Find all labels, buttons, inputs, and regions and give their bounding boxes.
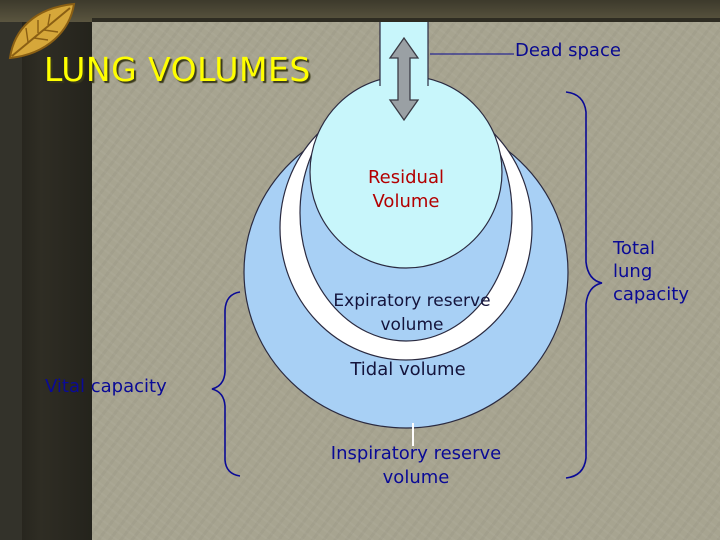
total-lung-capacity-line-3: capacity (613, 284, 689, 305)
inspiratory-reserve-line-2: volume (382, 467, 450, 488)
expiratory-reserve-volume-label: Expiratory reserve volume (302, 289, 522, 337)
slide-top-band (0, 0, 720, 22)
total-lung-capacity-brace (565, 91, 603, 479)
total-lung-capacity-line-1: Total (613, 238, 656, 259)
total-lung-capacity-line-2: lung (613, 261, 653, 282)
residual-volume-line-2: Volume (372, 191, 440, 212)
page-title: LUNG VOLUMES (44, 50, 311, 89)
double-headed-arrow-icon (388, 36, 420, 122)
inspiratory-reserve-line-1: Inspiratory reserve (330, 443, 502, 464)
expiratory-reserve-line-1: Expiratory reserve (333, 291, 491, 311)
dead-space-label: Dead space (515, 40, 621, 61)
total-lung-capacity-label: Total lung capacity (613, 237, 689, 306)
vital-capacity-label: Vital capacity (45, 376, 167, 397)
vital-capacity-brace (211, 291, 241, 477)
tidal-volume-label: Tidal volume (350, 359, 466, 380)
inspiratory-reserve-volume-label: Inspiratory reserve volume (296, 442, 536, 490)
leaf-icon (8, 2, 76, 60)
residual-volume-line-1: Residual (367, 167, 445, 188)
expiratory-reserve-line-2: volume (380, 315, 444, 335)
slide-left-strip (0, 0, 92, 540)
residual-volume-label: Residual Volume (346, 166, 466, 214)
